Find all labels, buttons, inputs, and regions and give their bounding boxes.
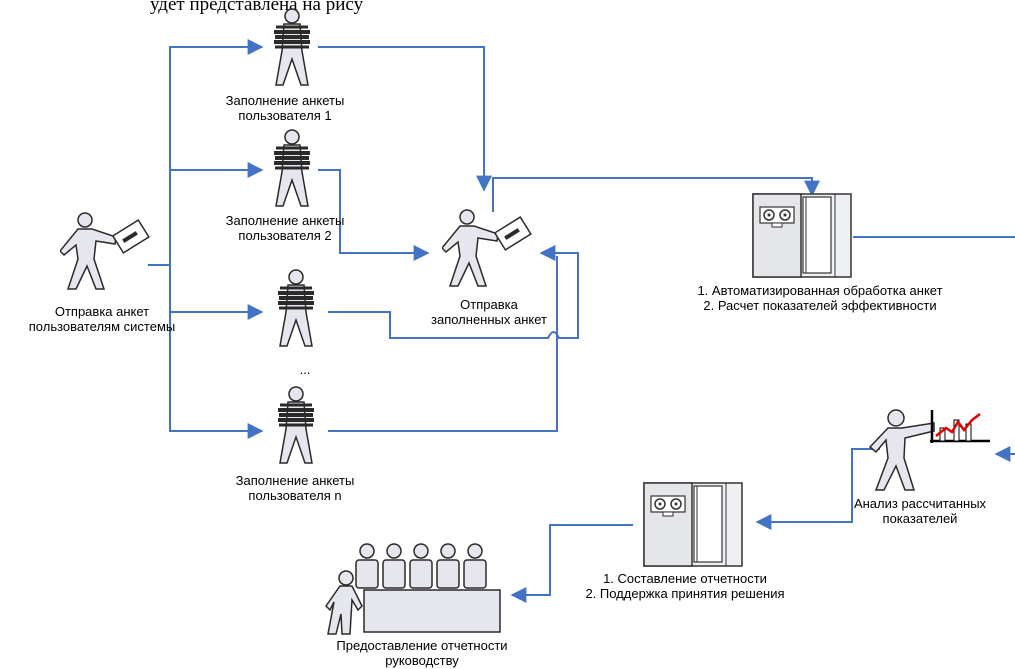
connector-user3-to-sendfilled [328,245,579,339]
connector-user2-to-sendfilled [318,169,430,261]
user3-person-icon [276,268,316,348]
connector-send-to-usern [169,312,264,439]
connector-send-to-user1 [148,39,264,266]
label-ellipsis: ... [299,362,311,377]
connector-analysis-to-reporting [755,448,880,530]
connector-usern-to-sendfilled [328,256,558,432]
user1-person-icon [272,7,312,87]
send-filled-person-icon [442,209,532,287]
header-text-fragment: удет представлена на рису [150,0,364,15]
connector-reporting-to-management [510,524,633,603]
connector-server-to-analysis [853,236,1015,462]
processing-server-icon [752,193,852,278]
connector-sendfilled-to-server [492,177,820,212]
management-meeting-icon [325,543,501,635]
connectors [148,39,1015,603]
reporting-server-icon [643,482,743,567]
user2-person-icon [272,128,312,208]
analysis-person-icon [868,409,935,491]
connector-user1-to-sendfilled [318,46,492,192]
chart-icon [930,410,990,443]
send-forms-person-icon [60,212,150,290]
usern-person-icon [276,385,316,465]
